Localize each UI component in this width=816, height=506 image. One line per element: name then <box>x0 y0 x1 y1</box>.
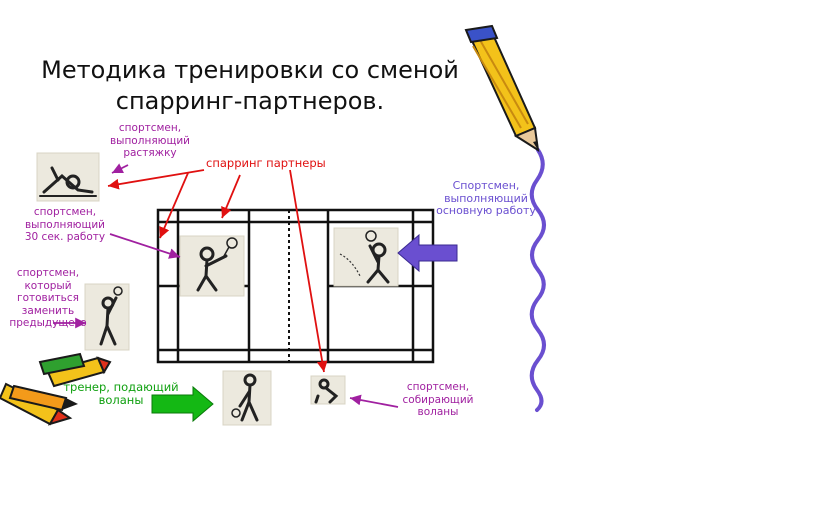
green-block-arrow-icon <box>151 385 214 423</box>
waiting-athlete-image <box>84 283 130 351</box>
label-sparring-partners: спарринг партнеры <box>206 156 326 170</box>
label-replacing-athlete: спортсмен, который готовиться заменить п… <box>9 267 87 329</box>
stretching-athlete-image <box>36 152 100 202</box>
collecting-athlete-image <box>310 375 346 405</box>
label-stretching-athlete: спортсмен, выполняющий растяжку <box>109 122 191 159</box>
wavy-line-icon <box>529 148 546 412</box>
label-trainer: тренер, подающий воланы <box>63 380 179 407</box>
magenta-pointer-arrows <box>53 163 399 408</box>
main-work-athlete-image <box>333 227 399 287</box>
label-main-work-athlete: Спортсмен, выполняющий основную работу <box>436 179 536 217</box>
red-pointer-arrows <box>107 169 328 373</box>
badminton-court <box>156 208 435 364</box>
sparring-athlete-left-image <box>179 235 245 297</box>
pencil-icon <box>464 24 540 153</box>
crayons-icon <box>0 352 112 426</box>
purple-block-arrow-icon <box>397 233 458 273</box>
trainer-image <box>222 370 272 426</box>
label-collecting-athlete: спортсмен, собирающий воланы <box>402 381 474 418</box>
page-title: Методика тренировки со сменой спарринг-п… <box>41 56 459 115</box>
label-30s-work-athlete: спортсмен, выполняющий 30 сек. работу <box>24 206 106 243</box>
